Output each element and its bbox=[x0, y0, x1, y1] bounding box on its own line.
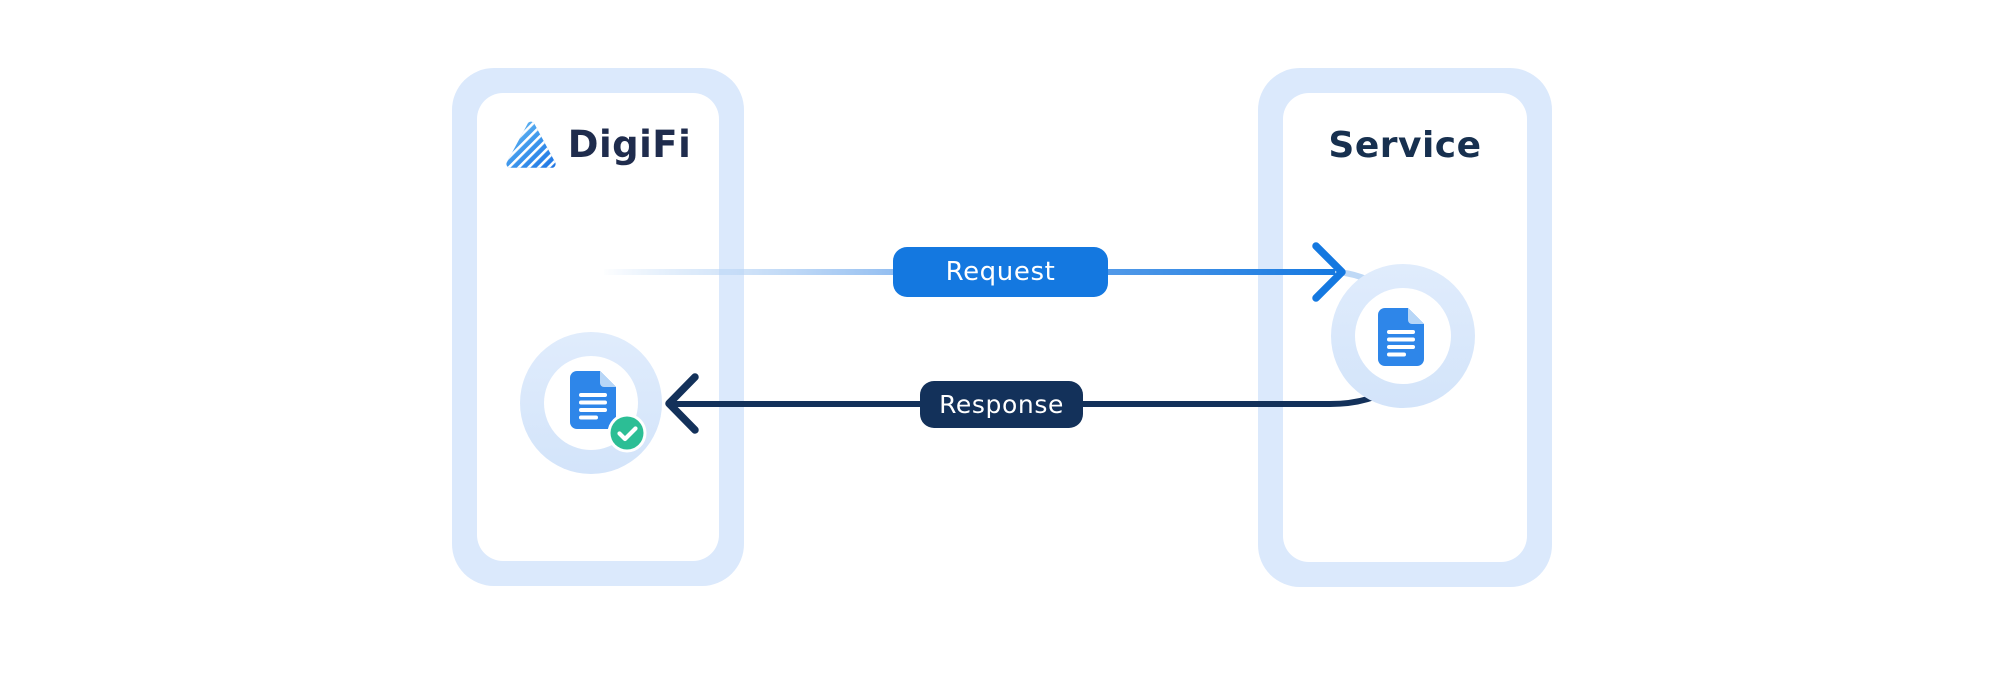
request-badge: Request bbox=[893, 247, 1108, 297]
response-badge: Response bbox=[920, 381, 1083, 428]
digifi-panel-inner bbox=[477, 93, 719, 561]
check-icon bbox=[607, 413, 647, 453]
digifi-logo-icon bbox=[506, 121, 556, 168]
document-checked-icon bbox=[570, 371, 616, 429]
service-title: Service bbox=[1328, 125, 1482, 166]
digifi-panel: DigiFi bbox=[452, 68, 744, 586]
digifi-logo: DigiFi bbox=[452, 120, 744, 168]
response-arrowhead-icon bbox=[665, 373, 699, 434]
request-badge-label: Request bbox=[945, 257, 1056, 287]
response-badge-label: Response bbox=[939, 390, 1064, 419]
document-icon bbox=[1378, 308, 1424, 366]
digifi-brand-text: DigiFi bbox=[567, 122, 692, 166]
request-arrowhead-icon bbox=[1312, 242, 1346, 302]
